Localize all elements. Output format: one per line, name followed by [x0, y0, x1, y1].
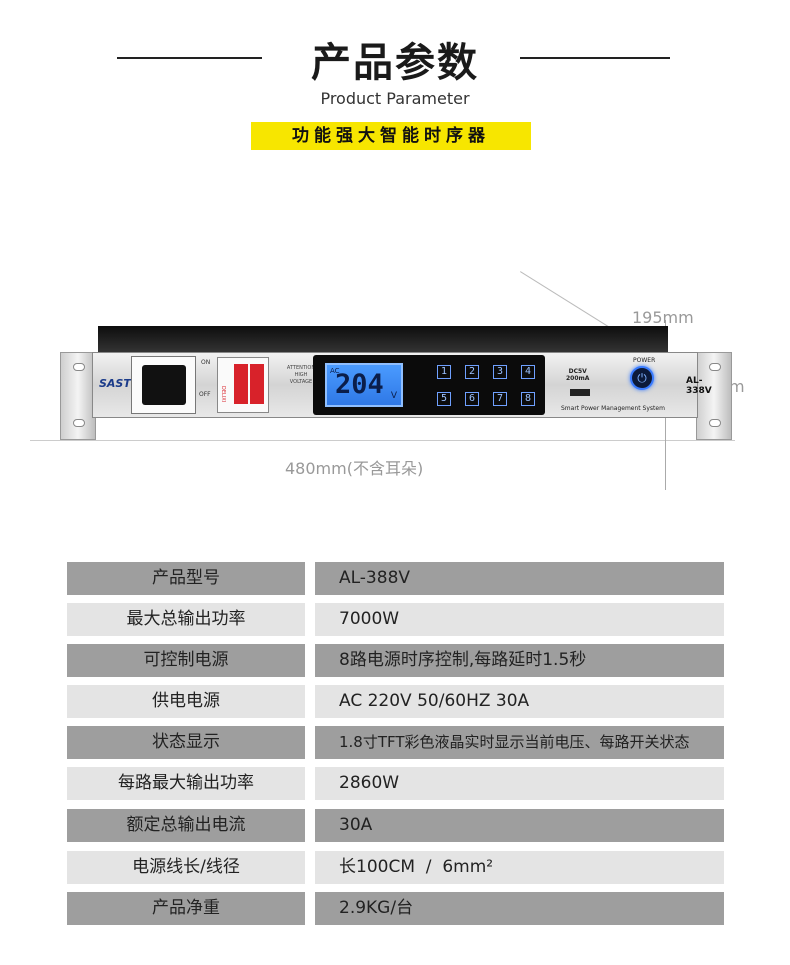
page-subtitle: Product Parameter: [320, 89, 470, 108]
page-title: 产品参数: [311, 40, 479, 86]
breaker-brand: DELIXI: [220, 386, 226, 403]
spec-key: 产品净重: [67, 892, 305, 925]
spec-value: AC 220V 50/60HZ 30A: [315, 685, 724, 718]
device-model-label: AL-338V: [686, 376, 712, 396]
usb-port: [570, 389, 590, 396]
table-row: 产品型号 AL-388V: [67, 562, 724, 595]
power-socket: [131, 356, 196, 414]
table-row: 额定总输出电流 30A: [67, 809, 724, 842]
table-row: 每路最大输出功率 2860W: [67, 767, 724, 800]
channel-indicator-4: 4: [521, 365, 535, 379]
table-row: 供电电源 AC 220V 50/60HZ 30A: [67, 685, 724, 718]
header-rule-right: [520, 57, 670, 59]
header-rule-left: [117, 57, 262, 59]
width-dimension-label: 480mm(不含耳朵): [285, 459, 424, 478]
spec-key: 产品型号: [67, 562, 305, 595]
channel-indicator-8: 8: [521, 392, 535, 406]
spec-key: 额定总输出电流: [67, 809, 305, 842]
spec-value: 8路电源时序控制,每路延时1.5秒: [315, 644, 724, 677]
table-row: 电源线长/线径 长100CM / 6mm²: [67, 851, 724, 884]
power-button-icon: ⏻: [630, 366, 654, 390]
channel-indicator-6: 6: [465, 392, 479, 406]
front-panel: SAST先科 ON OFF DELIXI ATTENTION HIGH VOLT…: [92, 352, 712, 418]
device-top-cover: [98, 326, 668, 352]
voltage-lcd: AC 204 V: [325, 363, 403, 407]
rack-ear-left: [60, 352, 96, 440]
spec-value: AL-388V: [315, 562, 724, 595]
spec-value: 2860W: [315, 767, 724, 800]
spec-value: 长100CM / 6mm²: [315, 851, 724, 884]
rack-ear-right: [696, 352, 732, 440]
spec-value: 2.9KG/台: [315, 892, 724, 925]
spec-key: 电源线长/线径: [67, 851, 305, 884]
display-module: AC 204 V 1 2 3 4 5 6 7 8: [313, 355, 545, 415]
lcd-ac-label: AC: [330, 367, 340, 375]
spec-key: 每路最大输出功率: [67, 767, 305, 800]
spec-key: 可控制电源: [67, 644, 305, 677]
spec-key: 最大总输出功率: [67, 603, 305, 636]
circuit-breaker: DELIXI: [217, 357, 269, 413]
depth-dimension-label: 195mm: [632, 308, 694, 327]
spec-key: 状态显示: [67, 726, 305, 759]
switch-off-label: OFF: [199, 391, 211, 398]
table-row: 产品净重 2.9KG/台: [67, 892, 724, 925]
power-label: POWER: [633, 357, 656, 364]
lcd-unit: V: [390, 391, 397, 401]
lcd-voltage-value: 204: [335, 369, 384, 400]
spec-key: 供电电源: [67, 685, 305, 718]
table-row: 可控制电源 8路电源时序控制,每路延时1.5秒: [67, 644, 724, 677]
channel-indicator-5: 5: [437, 392, 451, 406]
table-row: 状态显示 1.8寸TFT彩色液晶实时显示当前电压、每路开关状态: [67, 726, 724, 759]
spec-value: 7000W: [315, 603, 724, 636]
system-label: Smart Power Management System: [561, 405, 665, 412]
width-dimension-line: [30, 440, 735, 441]
spec-value: 30A: [315, 809, 724, 842]
feature-banner: 功能强大智能时序器: [251, 122, 531, 150]
spec-value: 1.8寸TFT彩色液晶实时显示当前电压、每路开关状态: [315, 726, 724, 759]
channel-indicator-7: 7: [493, 392, 507, 406]
table-row: 最大总输出功率 7000W: [67, 603, 724, 636]
channel-indicator-2: 2: [465, 365, 479, 379]
warning-label: ATTENTION HIGH VOLTAGE: [286, 365, 316, 385]
power-sequencer-image: SAST先科 ON OFF DELIXI ATTENTION HIGH VOLT…: [30, 320, 732, 440]
switch-on-label: ON: [201, 359, 211, 366]
channel-indicator-3: 3: [493, 365, 507, 379]
channel-indicator-1: 1: [437, 365, 451, 379]
